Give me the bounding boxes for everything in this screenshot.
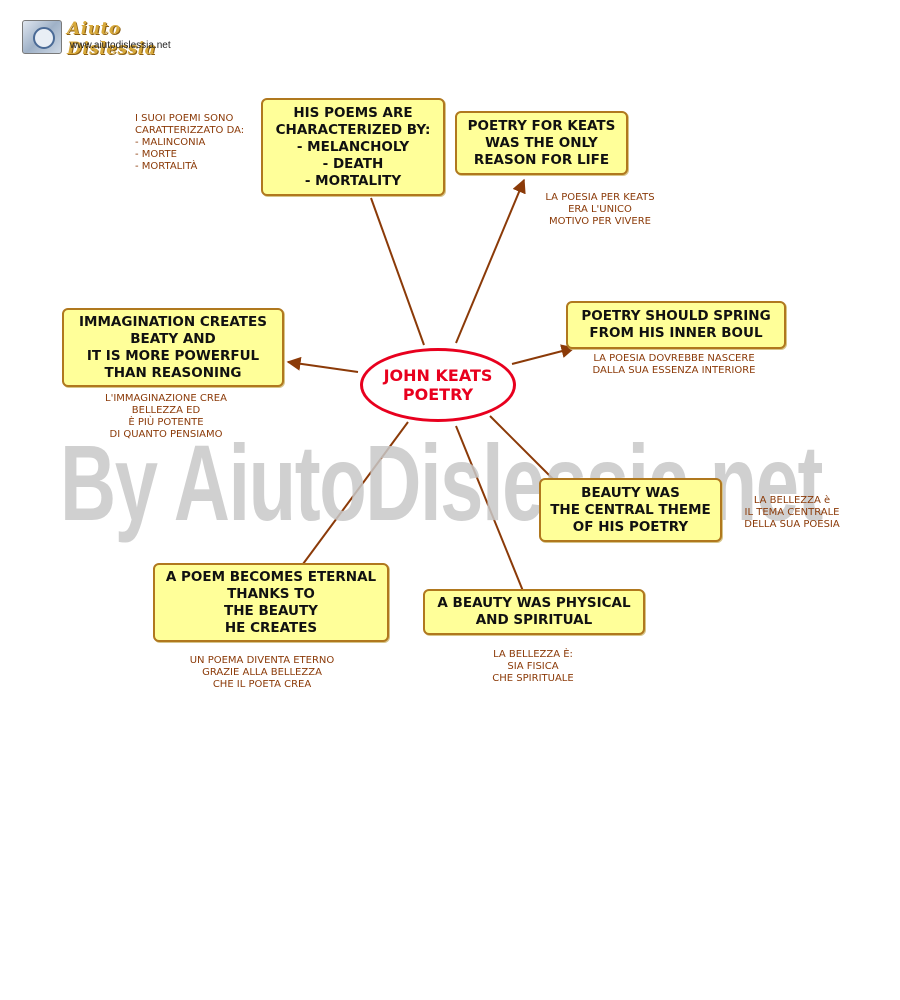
note-inner-soul: LA POESIA DOVREBBE NASCERE DALLA SUA ESS… xyxy=(592,353,756,376)
center-topic: JOHN KEATS POETRY xyxy=(360,348,516,422)
node-central-theme: BEAUTY WAS THE CENTRAL THEME OF HIS POET… xyxy=(539,478,722,542)
node-imagination: IMMAGINATION CREATES BEATY AND IT IS MOR… xyxy=(62,308,284,387)
note-physical-spiritual: LA BELLEZZA È: SIA FISICA CHE SPIRITUALE xyxy=(492,649,574,684)
connector-physical-spiritual xyxy=(455,425,524,592)
node-physical-spiritual: A BEAUTY WAS PHYSICAL AND SPIRITUAL xyxy=(423,589,645,635)
site-logo[interactable]: Aiuto Dislessia www.aiutodislessia.net xyxy=(22,18,182,59)
note-eternal: UN POEMA DIVENTA ETERNO GRAZIE ALLA BELL… xyxy=(189,655,335,690)
arrow-imagination xyxy=(286,356,359,373)
connector-characterized xyxy=(370,197,425,346)
arrow-inner-soul xyxy=(511,344,576,365)
logo-url[interactable]: www.aiutodislessia.net xyxy=(70,40,171,51)
logo-title: Aiuto Dislessia xyxy=(67,19,157,59)
connector-eternal xyxy=(302,421,409,565)
note-central-theme: LA BELLEZZA è IL TEMA CENTRALE DELLA SUA… xyxy=(744,495,840,530)
connector-central-theme xyxy=(489,415,559,485)
note-characterized: I SUOI POEMI SONO CARATTERIZZATO DA: - M… xyxy=(135,113,245,172)
node-characterized: HIS POEMS ARE CHARACTERIZED BY: - MELANC… xyxy=(261,98,445,196)
note-only-reason: LA POESIA PER KEATS ERA L'UNICO MOTIVO P… xyxy=(545,192,655,227)
arrow-only-reason xyxy=(455,178,526,344)
node-inner-soul: POETRY SHOULD SPRING FROM HIS INNER BOUL xyxy=(566,301,786,349)
node-only-reason: POETRY FOR KEATS WAS THE ONLY REASON FOR… xyxy=(455,111,628,175)
note-imagination: L'IMMAGINAZIONE CREA BELLEZZA ED È PIÙ P… xyxy=(105,393,227,440)
book-globe-icon xyxy=(22,20,62,54)
node-eternal: A POEM BECOMES ETERNAL THANKS TO THE BEA… xyxy=(153,563,389,642)
